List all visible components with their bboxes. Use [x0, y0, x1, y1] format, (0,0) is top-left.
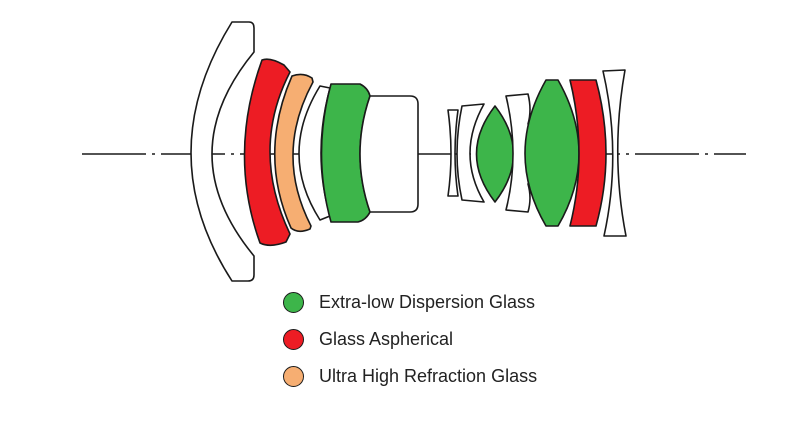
lens-element-9	[475, 105, 515, 203]
lens-element-7	[447, 109, 459, 197]
lens-element-13	[602, 69, 627, 237]
lens-element-12	[569, 79, 607, 227]
lens-element-6	[359, 95, 419, 213]
legend-swatch	[283, 365, 304, 387]
legend-swatch	[283, 291, 304, 313]
legend-item-aspherical: Glass Aspherical	[283, 325, 537, 353]
legend-label: Glass Aspherical	[319, 328, 454, 349]
legend-label: Extra-low Dispersion Glass	[319, 291, 536, 312]
legend-item-ultra-high-refraction: Ultra High Refraction Glass	[283, 362, 537, 390]
legend-label: Ultra High Refraction Glass	[319, 365, 538, 386]
lens-element-3	[274, 73, 314, 233]
legend-swatch	[283, 328, 304, 350]
lens-element-1	[190, 21, 255, 282]
lens-element-11	[524, 79, 580, 227]
legend-item-extra-low-dispersion: Extra-low Dispersion Glass	[283, 288, 537, 316]
legend: Extra-low Dispersion Glass Glass Aspheri…	[283, 288, 537, 390]
lens-element-2	[243, 58, 291, 247]
lens-element-8	[456, 103, 485, 203]
